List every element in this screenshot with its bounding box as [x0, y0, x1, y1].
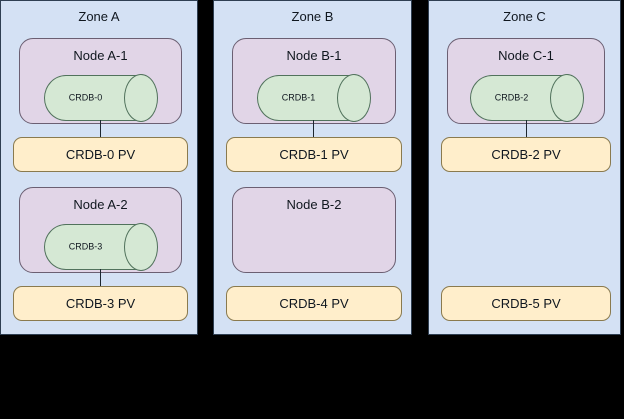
- zone-a-title: Zone A: [78, 9, 120, 24]
- pv-crdb-4-label: CRDB-4 PV: [279, 295, 349, 311]
- zone-a[interactable]: Zone A Node A-1 CRDB-0 CRDB-0 PV Node A-…: [0, 0, 198, 335]
- pv-crdb-4[interactable]: CRDB-4 PV: [226, 286, 402, 321]
- pod-crdb-2-cap: [550, 74, 584, 122]
- pod-crdb-0-wrap[interactable]: CRDB-0: [44, 74, 158, 122]
- pod-crdb-1-label: CRDB-1: [281, 92, 316, 103]
- zone-b-title: Zone B: [291, 9, 334, 24]
- pod-crdb-2[interactable]: CRDB-2: [470, 74, 584, 122]
- connector-crdb-1-to-pv: [313, 120, 314, 138]
- connector-crdb-2-to-pv: [526, 120, 527, 138]
- pv-crdb-3[interactable]: CRDB-3 PV: [13, 286, 188, 321]
- zone-c-title: Zone C: [503, 9, 546, 24]
- node-b-2-title: Node B-2: [286, 197, 342, 212]
- pv-crdb-5[interactable]: CRDB-5 PV: [441, 286, 611, 321]
- pod-crdb-3-label: CRDB-3: [68, 241, 103, 252]
- pv-crdb-3-label: CRDB-3 PV: [65, 295, 136, 311]
- pv-crdb-1[interactable]: CRDB-1 PV: [226, 137, 402, 172]
- pv-crdb-0[interactable]: CRDB-0 PV: [13, 137, 188, 172]
- pod-crdb-1[interactable]: CRDB-1: [257, 74, 371, 122]
- pod-crdb-0-cap-shape: [124, 74, 158, 122]
- pv-crdb-5-label: CRDB-5 PV: [491, 295, 561, 311]
- pod-crdb-0-text: CRDB-0: [68, 92, 103, 103]
- connector-crdb-0-to-pv: [100, 120, 101, 138]
- pod-crdb-2-label: CRDB-2: [494, 92, 529, 103]
- node-c-1-title: Node C-1: [498, 48, 554, 63]
- connector-crdb-3-to-pv: [100, 269, 101, 287]
- node-a-1-title: Node A-1: [73, 48, 128, 63]
- pv-crdb-2[interactable]: CRDB-2 PV: [441, 137, 611, 172]
- pv-crdb-0-label: CRDB-0 PV: [65, 146, 136, 162]
- node-a-2-title: Node A-2: [73, 197, 128, 212]
- pod-crdb-1-cap: [337, 74, 371, 122]
- pod-crdb-3-cap: [124, 223, 158, 271]
- zone-b[interactable]: Zone B Node B-1 CRDB-1 CRDB-1 PV Node B-…: [213, 0, 412, 335]
- pv-crdb-2-label: CRDB-2 PV: [491, 146, 561, 162]
- node-b-1-title: Node B-1: [286, 48, 342, 63]
- pod-crdb-3[interactable]: CRDB-3: [44, 223, 158, 271]
- pv-crdb-1-label: CRDB-1 PV: [279, 146, 349, 162]
- node-b-2[interactable]: Node B-2: [232, 187, 396, 273]
- zone-c[interactable]: Zone C Node C-1 CRDB-2 CRDB-2 PV CRDB-5 …: [428, 0, 621, 335]
